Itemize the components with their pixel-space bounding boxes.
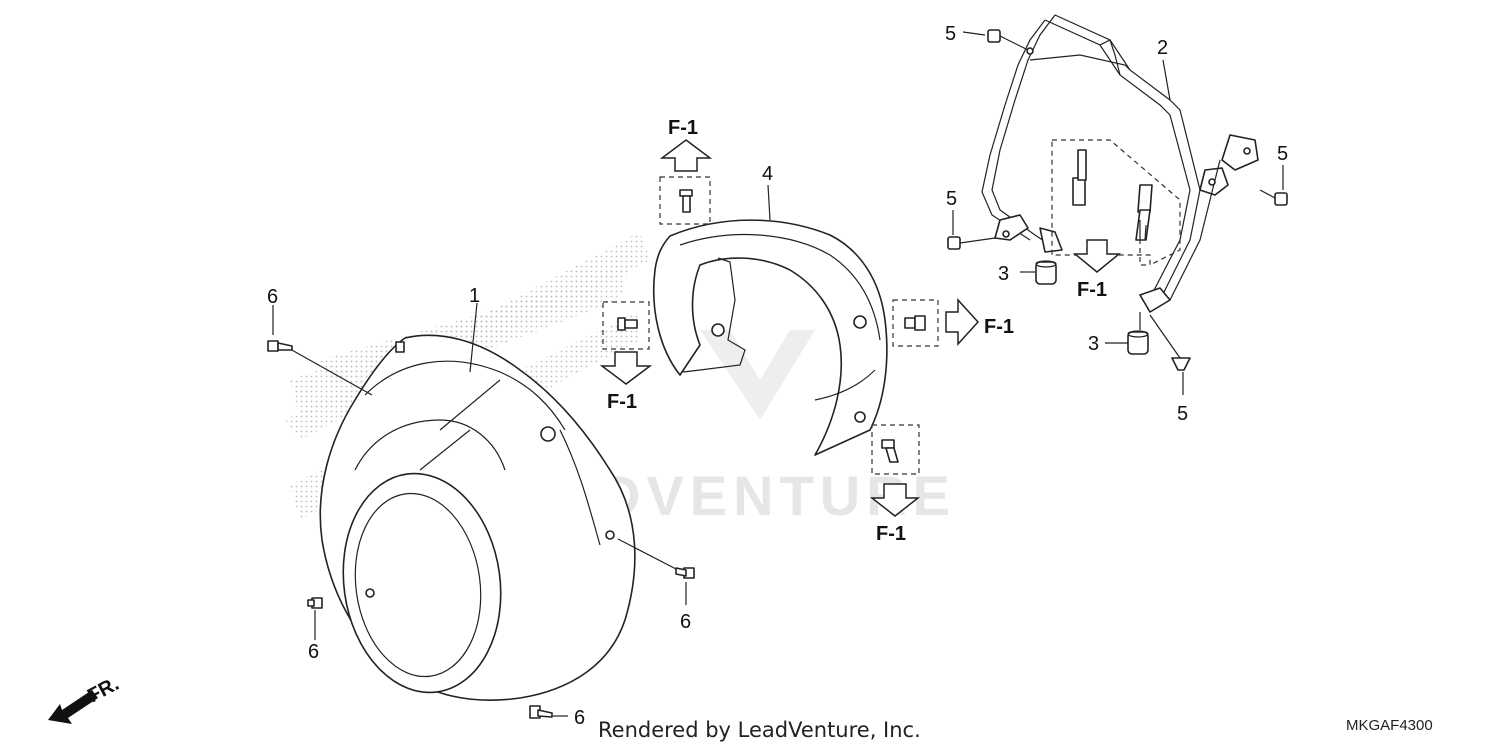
bolt-5-bottom [1149,314,1191,371]
collar-3-upper [1020,260,1057,285]
mounting-bracket [981,14,1259,313]
ref-arrow-down-bracket [1072,239,1122,273]
part-label-5-left: 5 [946,188,957,210]
bolt-6-right [617,538,695,579]
inner-cover [652,219,888,456]
leader-4 [767,184,771,221]
bolt-5-left [947,236,996,250]
headlight-cowl [319,334,636,701]
ref-arrow-down-left [599,351,653,385]
front-direction-arrow: FR. [48,673,123,724]
collar-3-lower [1105,312,1149,355]
ref-arrow-down-bottom [869,483,921,517]
bolt-group [1051,139,1181,266]
part-label-6-lower-left: 6 [308,641,319,663]
part-label-3-lower: 3 [1088,333,1099,355]
part-label-5-right: 5 [1277,143,1288,165]
part-label-6-left: 6 [267,286,278,308]
bolt-6-lower-left [307,597,323,609]
part-label-5-top: 5 [945,23,956,45]
clip-box-right [892,299,939,347]
ref-f1-bottom: F-1 [876,523,906,545]
leader-2 [1162,59,1171,101]
part-label-5-bottom: 5 [1177,403,1188,425]
clip-box-left [602,301,650,350]
credit-text: Rendered by LeadVenture, Inc. [598,718,921,742]
part-label-2: 2 [1157,37,1168,59]
clip-box-bottom [871,424,920,475]
ref-f1-top: F-1 [668,117,698,139]
bolt-5-right [1259,189,1288,206]
part-label-1: 1 [469,285,480,307]
leader-1 [469,302,478,373]
ref-arrow-up [659,139,713,172]
part-label-6-right: 6 [680,611,691,633]
ref-f1-right: F-1 [984,316,1014,338]
bolt-6-left [267,340,373,396]
part-label-4: 4 [762,163,773,185]
diagram-code: MKGAF4300 [1346,717,1433,734]
bolt-6-bottom [529,705,553,719]
part-label-3-upper: 3 [998,263,1009,285]
ref-f1-bracket: F-1 [1077,279,1107,301]
part-label-6-bottom: 6 [574,707,585,729]
ref-arrow-right [945,298,980,346]
clip-box-top [659,176,711,225]
bolt-5-top [962,29,1034,55]
ref-f1-left: F-1 [607,391,637,413]
